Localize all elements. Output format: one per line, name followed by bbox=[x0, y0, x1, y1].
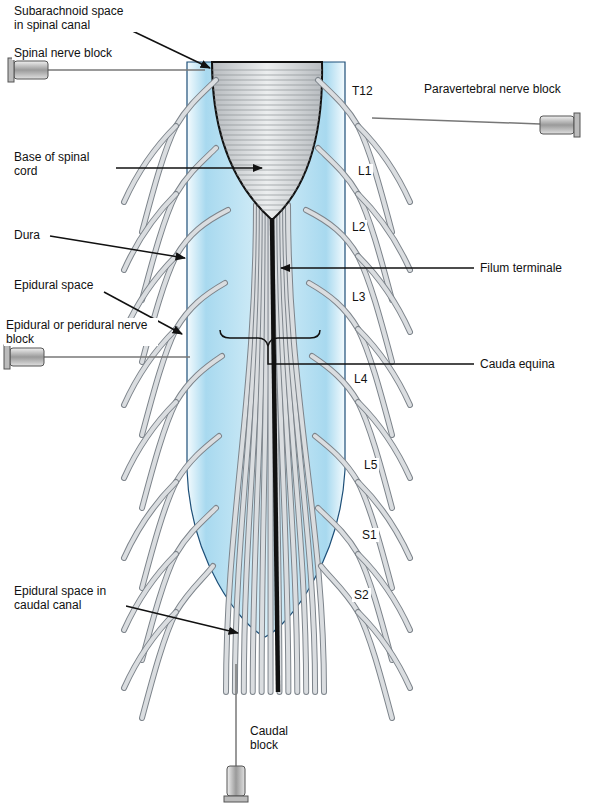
nerve-root bbox=[262, 205, 268, 692]
part-label: L4 bbox=[352, 372, 369, 386]
nerve-root bbox=[358, 402, 410, 478]
cord-striation bbox=[205, 140, 330, 141]
part-label: L1 bbox=[356, 164, 373, 178]
cord-striation bbox=[205, 180, 330, 181]
part-label: Base of spinal cord bbox=[12, 150, 116, 178]
epidural-needle bbox=[4, 345, 190, 369]
part-label: Paravertebral nerve block bbox=[422, 82, 586, 96]
cord-striation bbox=[205, 205, 330, 206]
nerve-root bbox=[124, 194, 176, 270]
nerve-root bbox=[124, 612, 176, 688]
paravertebral-needle bbox=[372, 113, 580, 137]
cord-striation bbox=[205, 190, 330, 191]
nerve-root bbox=[358, 482, 410, 558]
cord-striation bbox=[205, 185, 330, 186]
nerve-root bbox=[124, 612, 176, 688]
cord-striation bbox=[205, 155, 330, 156]
part-label: Epidural space bbox=[12, 278, 95, 292]
nerve-root bbox=[124, 126, 176, 202]
nerve-root bbox=[262, 205, 268, 692]
nerve-root bbox=[124, 402, 176, 478]
part-label: L3 bbox=[350, 290, 367, 304]
part-label: Spinal nerve block bbox=[12, 46, 156, 60]
nerve-root bbox=[124, 194, 176, 270]
cord-striation bbox=[205, 150, 330, 151]
cord-striation bbox=[205, 90, 330, 91]
cord-striation bbox=[205, 95, 330, 96]
part-label: T12 bbox=[350, 84, 375, 98]
spinal-cord bbox=[212, 62, 322, 220]
nerve-root bbox=[358, 329, 410, 405]
filum-terminale bbox=[272, 218, 278, 692]
cord-striation bbox=[205, 85, 330, 86]
nerve-root bbox=[124, 402, 176, 478]
nerve-root bbox=[288, 205, 324, 692]
nerve-root bbox=[358, 329, 410, 405]
part-label: L5 bbox=[362, 458, 379, 472]
nerve-root bbox=[124, 482, 176, 558]
part-label: Dura bbox=[12, 228, 42, 242]
cord-striation bbox=[205, 175, 330, 176]
cord-striation bbox=[205, 80, 330, 81]
nerve-root bbox=[288, 205, 324, 692]
right-nerves bbox=[306, 80, 410, 718]
cord-striation bbox=[205, 120, 330, 121]
part-label: Filum terminale bbox=[478, 261, 564, 275]
part-label: S1 bbox=[360, 528, 379, 542]
cord-striation bbox=[205, 105, 330, 106]
cord-striation bbox=[205, 195, 330, 196]
left-nerves bbox=[124, 80, 228, 718]
nerve-root bbox=[124, 126, 176, 202]
nerve-root bbox=[358, 612, 410, 688]
part-label: Subarachnoid space in spinal canal bbox=[12, 4, 136, 32]
part-label: Epidural space in caudal canal bbox=[12, 584, 126, 612]
cord-striation bbox=[205, 75, 330, 76]
part-label: Cauda equina bbox=[478, 357, 557, 371]
cord-striation bbox=[205, 110, 330, 111]
part-label: S2 bbox=[352, 588, 371, 602]
cord-striation bbox=[205, 130, 330, 131]
cord-striation bbox=[205, 100, 330, 101]
part-label: Epidural or peridural nerve block bbox=[4, 318, 158, 346]
nerve-root bbox=[358, 482, 410, 558]
cord-striation bbox=[205, 115, 330, 116]
nerve-root bbox=[358, 612, 410, 688]
caudal-needle bbox=[224, 664, 248, 802]
cord-striation bbox=[205, 145, 330, 146]
part-label: L2 bbox=[350, 220, 367, 234]
cord-striation bbox=[205, 135, 330, 136]
cord-striation bbox=[205, 160, 330, 161]
nerve-root bbox=[358, 402, 410, 478]
cord-striation bbox=[205, 165, 330, 166]
spinal-needle bbox=[8, 58, 205, 82]
part-label: Caudal block bbox=[248, 724, 312, 752]
cord-striation bbox=[205, 200, 330, 201]
cord-striation bbox=[205, 70, 330, 71]
nerve-root bbox=[124, 482, 176, 558]
cord-striation bbox=[205, 125, 330, 126]
cord-striation bbox=[205, 170, 330, 171]
